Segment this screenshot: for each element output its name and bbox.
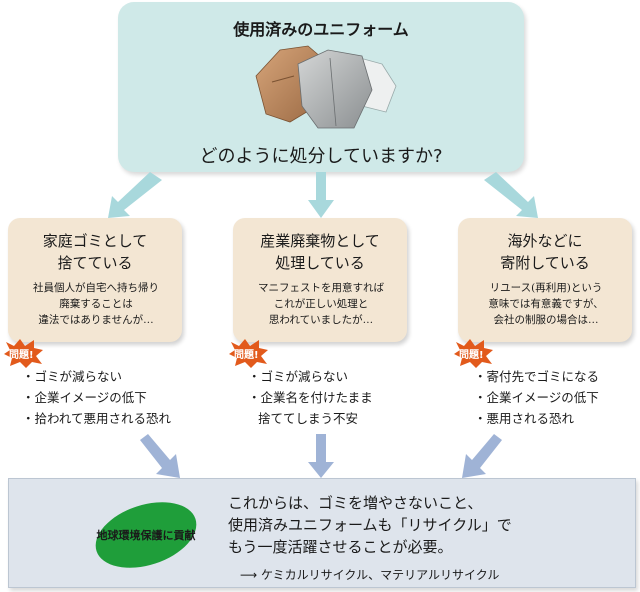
arrow-down-3 — [462, 434, 502, 478]
problem-badge: 問題! — [4, 338, 44, 368]
problem-badge: 問題! — [229, 338, 269, 368]
arrow-down-1 — [140, 434, 180, 478]
issues-list-2: ・ゴミが減らない ・企業名を付けたまま 捨ててしまう不安 — [248, 366, 373, 429]
burst-icon — [454, 339, 493, 368]
arrow-to-option-3 — [484, 172, 538, 218]
issue-item: ・寄付先でゴミになる — [474, 369, 600, 384]
question-box: 使用済みのユニフォーム どのように処分していますか? — [118, 2, 524, 172]
issue-item: ・ゴミが減らない — [248, 369, 349, 384]
option-donation-overseas: 海外などに 寄附している リユース(再利用)という 意味では有意義ですが、 会社… — [458, 218, 632, 342]
option-title: 海外などに 寄附している — [500, 232, 590, 272]
issue-item: ・企業イメージの低下 — [474, 390, 599, 405]
conclusion-text: これからは、ゴミを増やさないこと、 使用済みユニフォームも「リサイクル」で もう… — [228, 494, 512, 556]
option-title: 産業廃棄物として 処理している — [260, 232, 380, 272]
burst-icon — [4, 339, 43, 368]
option-description: 社員個人が自宅へ持ち帰り 廃棄することは 違法ではありませんが… — [33, 282, 159, 326]
issues-list-3: ・寄付先でゴミになる ・企業イメージの低下 ・悪用される恐れ — [474, 366, 599, 429]
right-arrow-icon: ⟶ — [240, 568, 262, 582]
problem-badge: 問題! — [454, 338, 494, 368]
question-box-title: 使用済みのユニフォーム — [233, 20, 409, 39]
option-description: リユース(再利用)という 意味では有意義ですが、 会社の制服の場合は… — [488, 282, 604, 326]
used-uniforms-image — [255, 45, 397, 129]
issue-item: 捨ててしまう不安 — [258, 411, 359, 426]
issue-item: ・拾われて悪用される恐れ — [22, 411, 172, 426]
arrow-down-2 — [308, 434, 334, 478]
recycle-methods: ⟶ ケミカルリサイクル、マテリアルリサイクル — [240, 568, 500, 582]
option-industrial-waste: 産業廃棄物として 処理している マニフェストを用意すれば これが正しい処理と 思… — [233, 218, 407, 342]
green-leaf-shape — [95, 502, 197, 568]
environment-label: 地球環境保護に貢献 — [96, 529, 196, 542]
issue-item: ・悪用される恐れ — [474, 411, 575, 426]
issue-item: ・ゴミが減らない — [22, 369, 123, 384]
burst-icon — [229, 339, 268, 368]
option-title: 家庭ゴミとして 捨てている — [42, 232, 148, 272]
issues-list-1: ・ゴミが減らない ・企業イメージの低下 ・拾われて悪用される恐れ — [22, 366, 171, 429]
issue-item: ・企業名を付けたまま — [248, 390, 373, 405]
option-household-trash: 家庭ゴミとして 捨てている 社員個人が自宅へ持ち帰り 廃棄することは 違法ではあ… — [8, 218, 182, 342]
option-description: マニフェストを用意すれば これが正しい処理と 思われていましたが… — [258, 282, 384, 326]
arrow-to-option-1 — [108, 172, 162, 218]
issue-item: ・企業イメージの低下 — [22, 390, 147, 405]
question-text: どのように処分していますか? — [199, 146, 443, 167]
arrow-to-option-2 — [308, 172, 334, 218]
conclusion-box — [8, 478, 636, 588]
